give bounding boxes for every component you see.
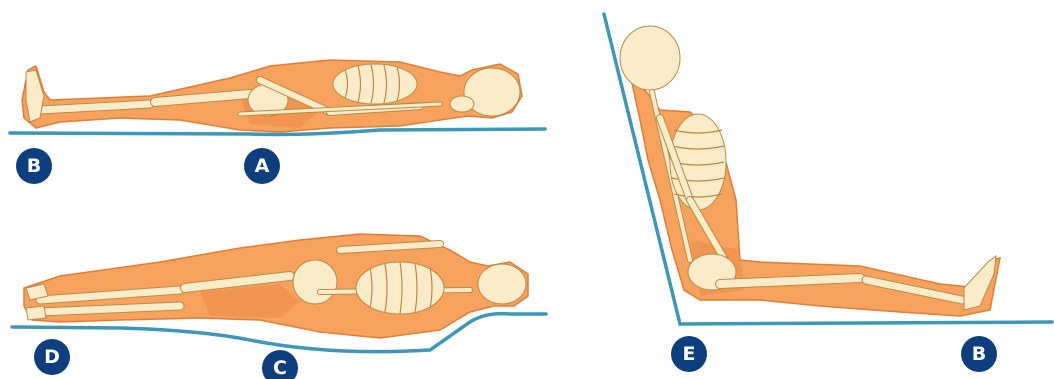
- label-badge-b-top: B: [16, 148, 52, 184]
- prone-body: [24, 234, 528, 338]
- supine-figure-panel: B A: [10, 60, 545, 184]
- svg-text:E: E: [683, 343, 696, 365]
- label-badge-b-right: B: [961, 336, 997, 372]
- svg-text:B: B: [972, 343, 986, 365]
- label-badge-e: E: [671, 336, 707, 372]
- label-badge-c: C: [262, 350, 298, 379]
- svg-text:D: D: [44, 346, 60, 368]
- sitting-figure-panel: E B: [604, 14, 1052, 372]
- svg-text:C: C: [273, 357, 287, 379]
- prone-figure-panel: D C: [12, 234, 546, 379]
- label-badge-d: D: [34, 339, 70, 375]
- svg-text:A: A: [255, 155, 270, 177]
- label-badge-a: A: [244, 148, 280, 184]
- svg-text:B: B: [27, 155, 41, 177]
- sitting-body: [620, 26, 1000, 316]
- supine-body: [22, 60, 522, 132]
